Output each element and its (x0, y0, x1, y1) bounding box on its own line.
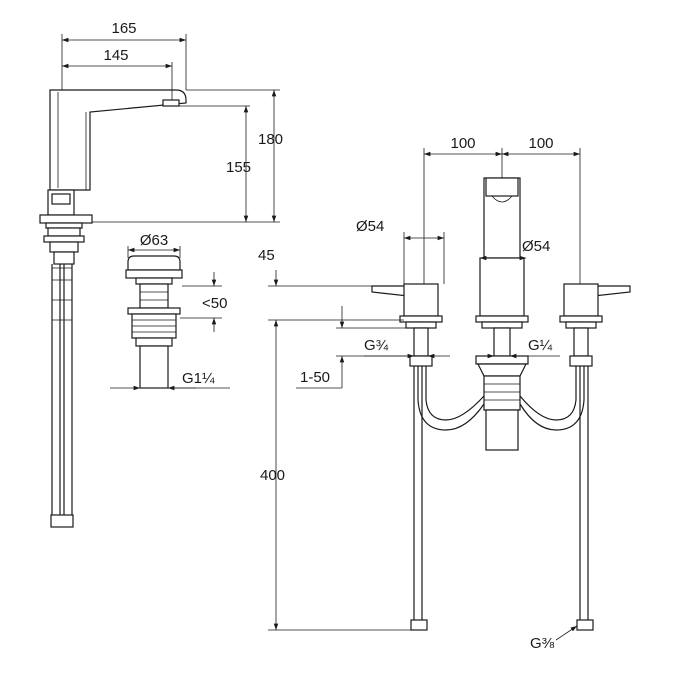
dim-deck-thickness: 1-50 (300, 369, 330, 386)
left-connector-hose (417, 366, 485, 431)
single-hole-mixer: 165 145 180 155 (39, 20, 283, 528)
spout-body (49, 89, 187, 191)
hose-nut (50, 514, 74, 528)
dim-thread-valve: G¾ (364, 337, 389, 354)
dim-waste-thread: G1¼ (182, 370, 215, 387)
dim-thread-hose: G⅜ (530, 635, 555, 652)
pop-up-waste: Ø63 <50 G1¼ (110, 232, 230, 391)
dim-hose-length: 400 (260, 467, 285, 484)
dim-reach-total: 165 (111, 20, 136, 37)
dim-spout-diameter: Ø54 (522, 238, 550, 255)
spout-base (479, 257, 525, 317)
right-connector-hose (519, 366, 585, 431)
left-lever (371, 285, 409, 297)
dim-handle-height: 45 (258, 247, 275, 264)
left-supply-hose (413, 366, 423, 620)
dim-reach-outlet: 145 (103, 47, 128, 64)
base-rosette (39, 214, 93, 224)
dim-handle-diameter: Ø54 (356, 218, 384, 235)
waste-stem (139, 283, 169, 309)
left-valve-body (403, 283, 439, 317)
dim-height-total: 180 (258, 131, 283, 148)
dim-height-outlet: 155 (226, 159, 251, 176)
waste-body (139, 345, 169, 389)
waste-plug (127, 255, 181, 271)
center-waste (475, 355, 529, 365)
right-supply-hose (579, 366, 589, 620)
supply-hose (51, 264, 61, 515)
right-valve-body (563, 283, 599, 317)
dim-waste-stroke: <50 (202, 295, 227, 312)
dim-waste-diameter: Ø63 (140, 232, 168, 249)
spout-aerator (162, 99, 180, 107)
dim-thread-pop: G¼ (528, 337, 553, 354)
dim-spacing-right: 100 (528, 135, 553, 152)
dim-spacing-left: 100 (450, 135, 475, 152)
three-hole-mixer: 100 100 Ø54 Ø54 45 400 1-50 G¾ G¼ (258, 135, 631, 652)
right-lever (593, 285, 631, 297)
